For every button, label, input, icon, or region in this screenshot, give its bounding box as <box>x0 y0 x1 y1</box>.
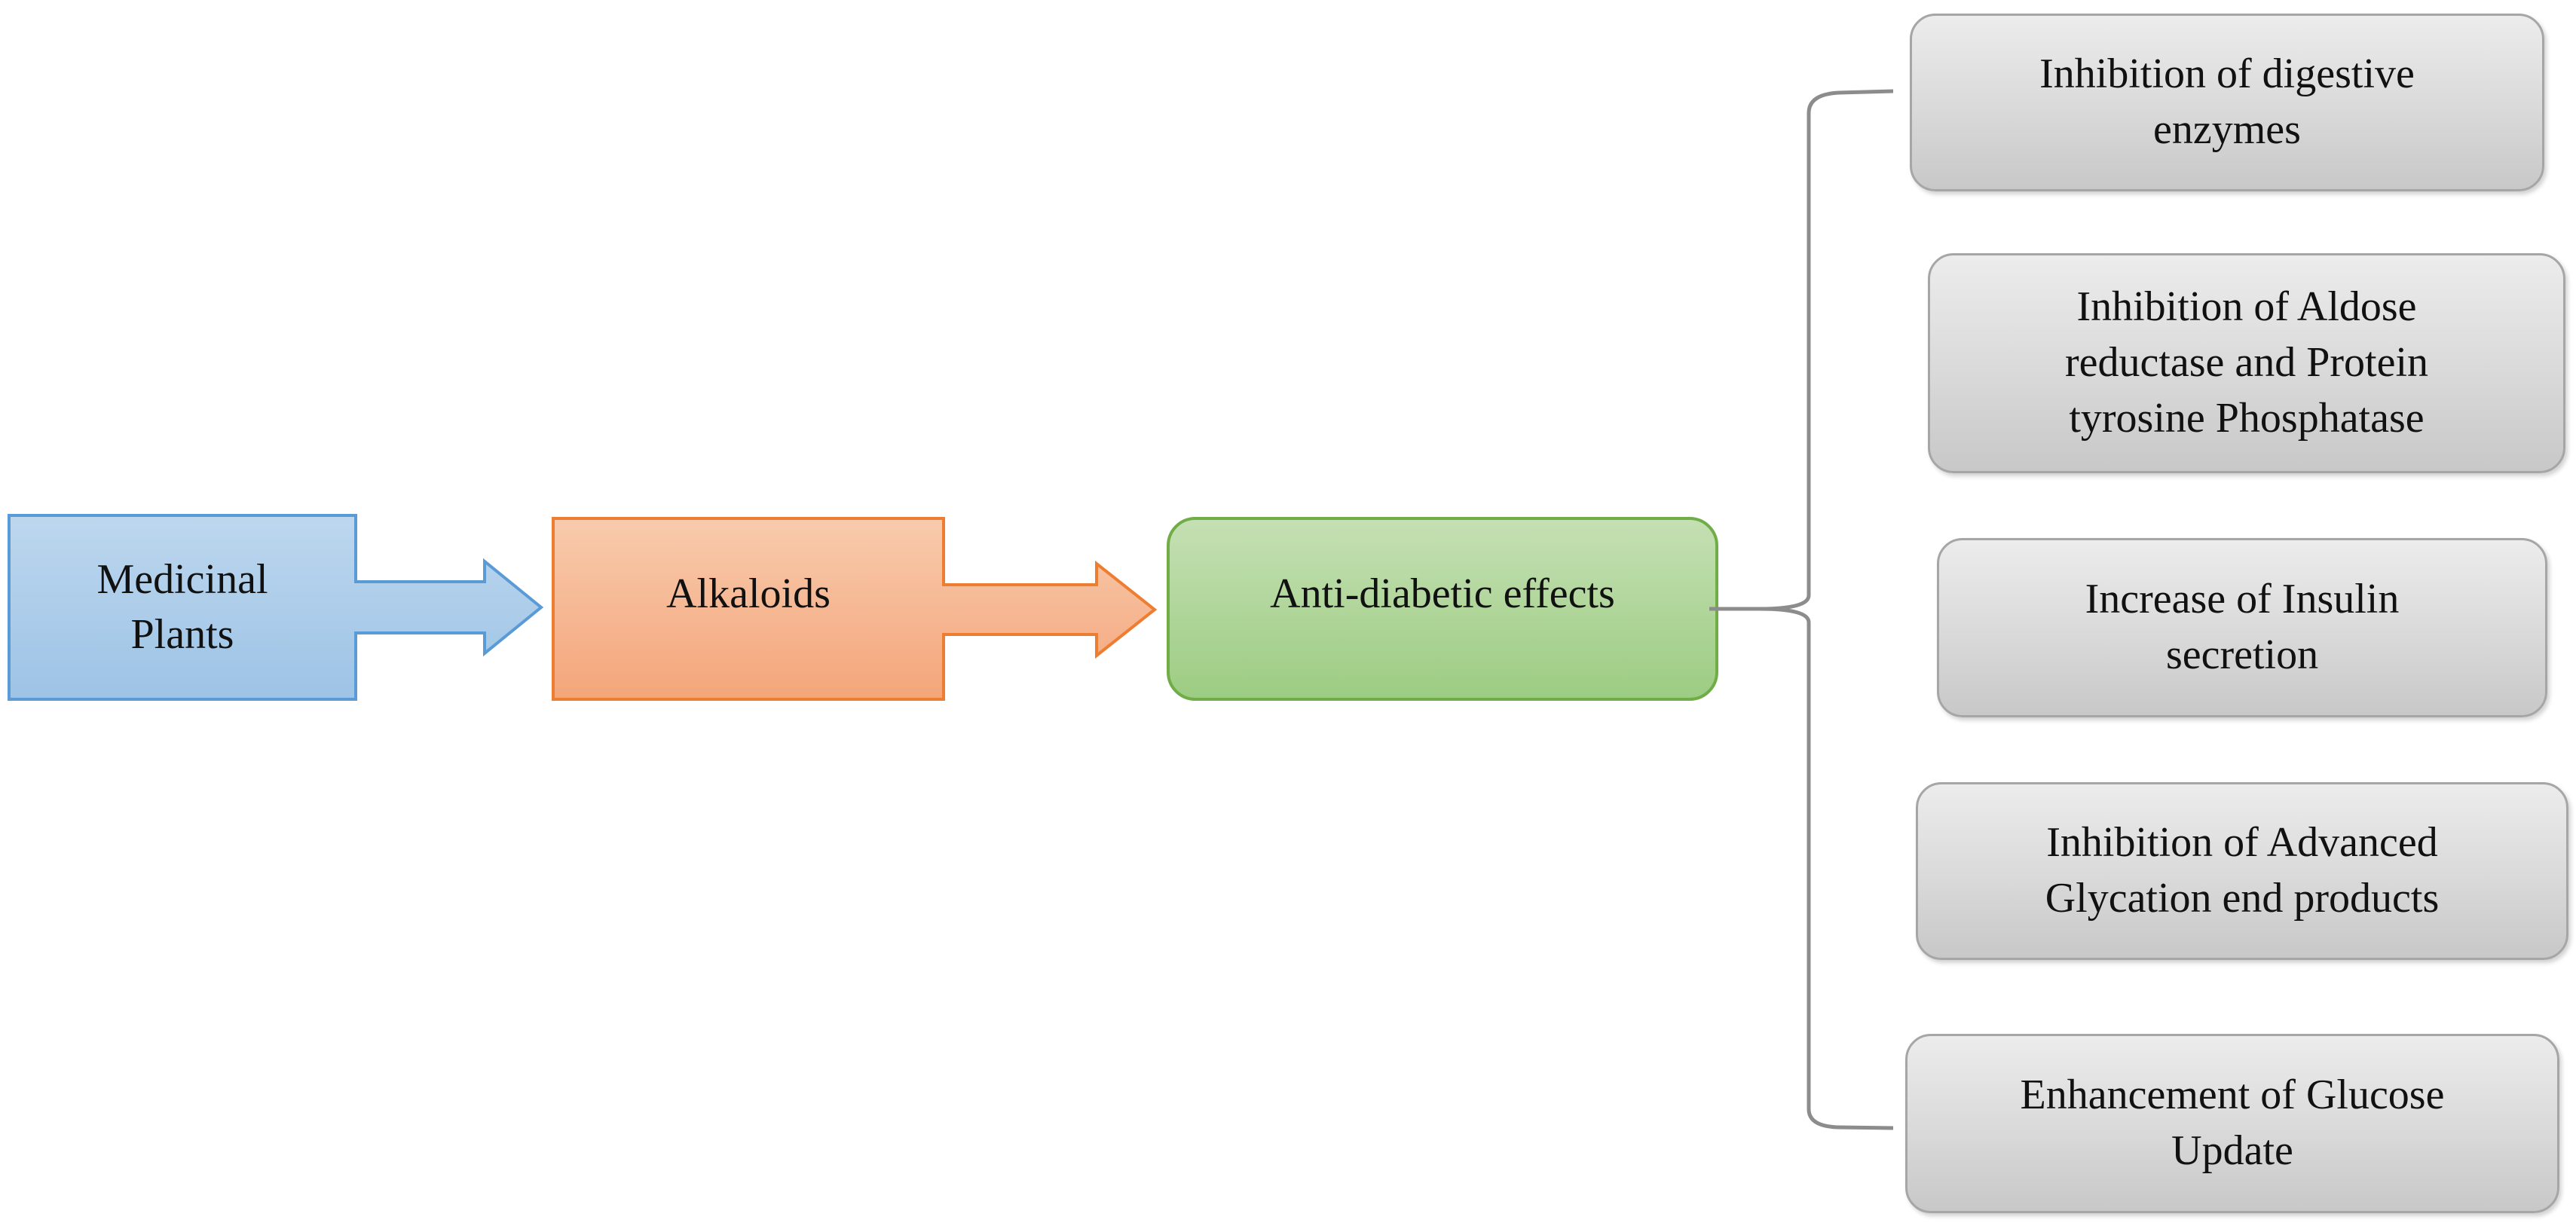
effect-box-aldose-reductase: Inhibition of Aldose reductase and Prote… <box>1928 253 2565 473</box>
effect-box-glycation: Inhibition of Advanced Glycation end pro… <box>1916 782 2568 960</box>
effects-bracket <box>1709 89 1894 1130</box>
alkaloids-label: Alkaloids <box>666 570 831 617</box>
effect-box-insulin-secretion: Increase of Insulin secretion <box>1937 538 2547 717</box>
effect-label-aldose-reductase: Inhibition of Aldose reductase and Prote… <box>2064 283 2429 442</box>
effect-label-insulin-secretion: Increase of Insulin secretion <box>2085 576 2400 678</box>
anti-diabetic-label: Anti-diabetic effects <box>1270 570 1615 617</box>
medicinal-plants-label: Medicinal Plants <box>96 556 268 658</box>
effect-box-glucose-update: Enhancement of Glucose Update <box>1905 1034 2559 1213</box>
medicinal-plants-shape <box>8 514 544 701</box>
effect-label-glycation: Inhibition of Advanced Glycation end pro… <box>2045 819 2440 922</box>
effect-box-digestive-enzymes: Inhibition of digestive enzymes <box>1910 14 2544 191</box>
effect-label-glucose-update: Enhancement of Glucose Update <box>2020 1072 2445 1174</box>
effect-label-digestive-enzymes: Inhibition of digestive enzymes <box>2039 50 2415 153</box>
alkaloids-shape <box>552 517 1158 701</box>
